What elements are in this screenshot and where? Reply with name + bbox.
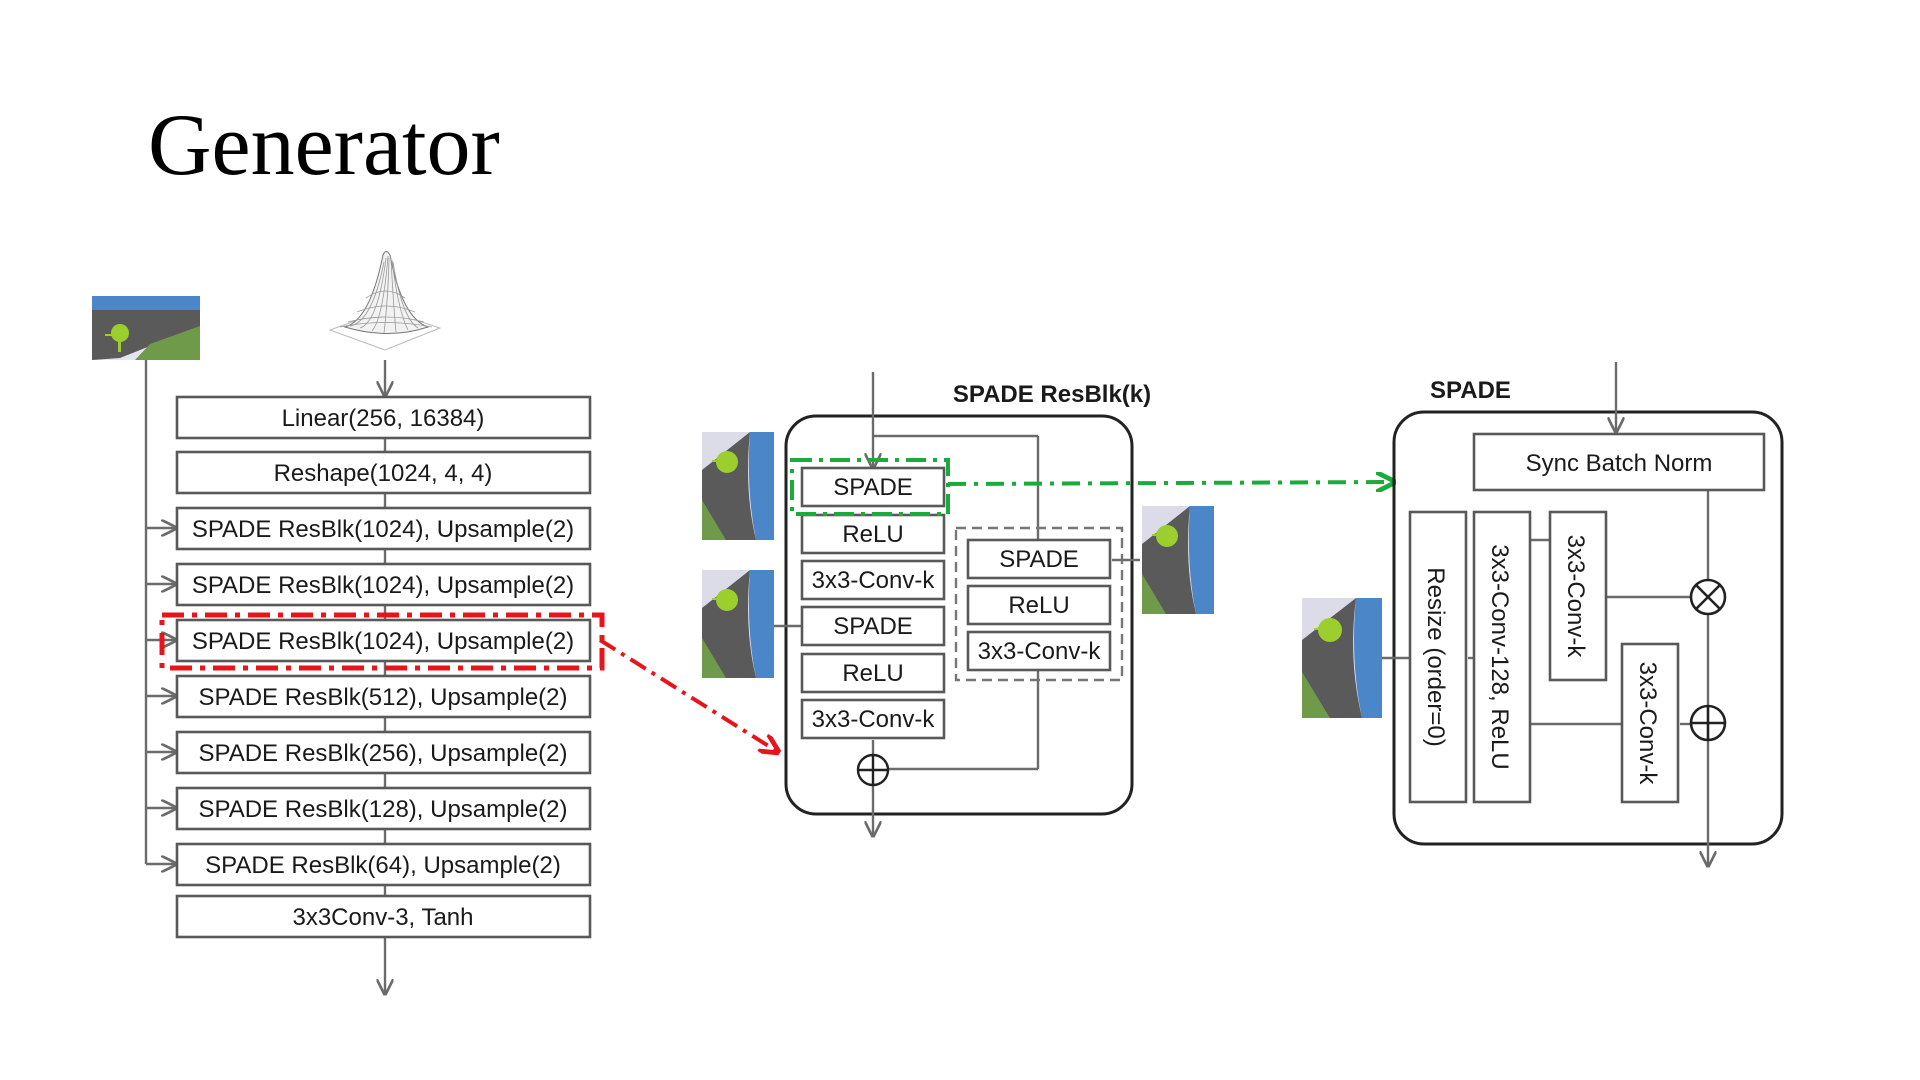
layer-label: SPADE (833, 613, 913, 640)
layer-label: 3x3Conv-3, Tanh (292, 904, 473, 931)
layer-label: 3x3-Conv-k (1634, 662, 1661, 786)
layer-label: SPADE ResBlk(256), Upsample(2) (198, 740, 567, 767)
generator-layer: SPADE ResBlk(128), Upsample(2) (175, 786, 592, 831)
layer-label: 3x3-Conv-k (812, 706, 936, 733)
layer-label: SPADE ResBlk(64), Upsample(2) (205, 852, 561, 879)
generator-layer: 3x3Conv-3, Tanh (175, 894, 592, 939)
spade-shared-conv-layer: 3x3-Conv-128, ReLU (1472, 510, 1532, 804)
generator-layer: Reshape(1024, 4, 4) (175, 450, 592, 495)
resblk-outline (784, 414, 1134, 816)
generator-column: Linear(256, 16384) Reshape(1024, 4, 4) S… (92, 251, 605, 995)
elementwise-add-icon (856, 753, 890, 787)
generator-layer: SPADE ResBlk(512), Upsample(2) (175, 674, 592, 719)
segmentation-map-thumbnail (92, 296, 200, 360)
layer-label: SPADE ResBlk(512), Upsample(2) (198, 684, 567, 711)
segmentation-map-thumbnail (702, 570, 774, 678)
layer-label: ReLU (1008, 592, 1069, 619)
resblk-shortcut-layer: 3x3-Conv-k (966, 630, 1112, 672)
resblk-shortcut-layer: ReLU (966, 584, 1112, 626)
resblk-main-layer: 3x3-Conv-k (800, 559, 946, 601)
slide-title: Generator (148, 97, 500, 194)
layer-label: SPADE ResBlk(1024), Upsample(2) (192, 516, 574, 543)
layer-label: ReLU (842, 660, 903, 687)
resblk-main-layer: SPADE (800, 466, 946, 508)
shortcut-dashed-frame (954, 526, 1124, 682)
segmentation-map-thumbnail (1302, 598, 1382, 718)
spade-norm-layer: Sync Batch Norm (1472, 432, 1766, 492)
layer-label: Sync Batch Norm (1526, 450, 1713, 477)
elementwise-add-icon (1689, 704, 1727, 742)
layer-label: SPADE ResBlk(1024), Upsample(2) (192, 572, 574, 599)
layer-label: SPADE (833, 474, 913, 501)
layer-label: 3x3-Conv-128, ReLU (1486, 544, 1513, 769)
layer-label: Reshape(1024, 4, 4) (274, 460, 493, 487)
resblk-main-layer: 3x3-Conv-k (800, 698, 946, 740)
generator-layer: SPADE ResBlk(256), Upsample(2) (175, 730, 592, 775)
layer-label: SPADE (999, 546, 1079, 573)
elementwise-multiply-icon (1689, 578, 1727, 616)
generator-layer-highlighted: SPADE ResBlk(1024), Upsample(2) (175, 618, 592, 663)
layer-label: Resize (order=0) (1422, 567, 1449, 746)
spade-resize-layer: Resize (order=0) (1408, 510, 1468, 804)
generator-layer: SPADE ResBlk(1024), Upsample(2) (175, 506, 592, 551)
resblk-title: SPADE ResBlk(k) (953, 381, 1151, 408)
spade-beta-conv-layer: 3x3-Conv-k (1620, 642, 1680, 804)
layer-label: 3x3-Conv-k (978, 638, 1102, 665)
spade-title: SPADE (1430, 377, 1511, 404)
resblk-main-layer: SPADE (800, 605, 946, 647)
green-highlight-frame (790, 458, 950, 516)
generator-layer: Linear(256, 16384) (175, 395, 592, 440)
segmentation-map-thumbnail (1142, 506, 1214, 614)
layer-label: 3x3-Conv-k (1562, 535, 1589, 659)
spade-outline (1392, 410, 1784, 846)
gaussian-noise-icon (328, 251, 442, 351)
segmentation-map-thumbnail (702, 432, 774, 540)
spade-gamma-conv-layer: 3x3-Conv-k (1548, 510, 1608, 682)
spade-panel: SPADE Sync Batch Norm Resize (order=0) 3… (1302, 362, 1784, 866)
green-zoom-arrow (947, 482, 1394, 484)
layer-label: 3x3-Conv-k (812, 567, 936, 594)
red-highlight-frame (159, 612, 605, 671)
resblk-main-layer: ReLU (800, 652, 946, 694)
resblk-panel: SPADE ResBlk(k) SPADE ReLU 3x3-Conv-k SP… (702, 372, 1214, 836)
generator-layer: SPADE ResBlk(1024), Upsample(2) (175, 562, 592, 607)
layer-label: SPADE ResBlk(128), Upsample(2) (198, 796, 567, 823)
layer-label: ReLU (842, 521, 903, 548)
layer-label: SPADE ResBlk(1024), Upsample(2) (192, 628, 574, 655)
resblk-shortcut-layer: SPADE (966, 538, 1112, 580)
generator-layer: SPADE ResBlk(64), Upsample(2) (175, 842, 592, 887)
layer-label: Linear(256, 16384) (282, 405, 485, 432)
resblk-main-layer: ReLU (800, 513, 946, 555)
